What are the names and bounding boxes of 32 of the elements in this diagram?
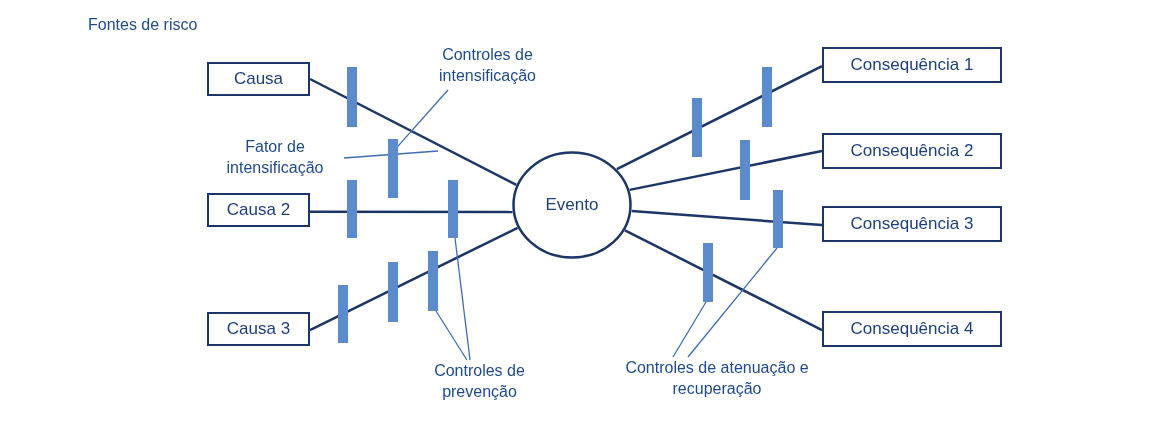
consequence-box: Consequência 1: [822, 47, 1002, 83]
annotation-text: Controles de atenuação e recuperação: [617, 357, 817, 403]
main-line: [309, 77, 517, 187]
leader-line: [687, 247, 778, 358]
consequence-box: Consequência 4: [822, 311, 1002, 347]
cause-box: Causa: [207, 62, 310, 96]
leader-line: [397, 89, 449, 147]
heading-text: Fontes de risco: [88, 16, 198, 34]
leader-line: [435, 310, 468, 361]
event-circle: [512, 151, 632, 259]
main-line: [631, 209, 823, 227]
annotation-text: Controles de prevenção: [412, 360, 547, 406]
barrier-bar: [388, 139, 398, 198]
annotation-text: Controles de intensificação: [425, 44, 550, 90]
main-line: [624, 229, 823, 332]
event-label: Evento: [545, 195, 599, 215]
leader-line: [672, 301, 707, 358]
cause-box: Causa 2: [207, 193, 310, 227]
main-line: [310, 210, 513, 214]
barrier-bar: [773, 190, 783, 248]
main-line: [616, 64, 823, 171]
barrier-bar: [428, 251, 438, 311]
main-line: [629, 149, 823, 192]
cause-box: Causa 3: [207, 312, 310, 346]
main-line: [309, 226, 519, 332]
leader-line: [343, 150, 439, 159]
consequence-box: Consequência 2: [822, 133, 1002, 169]
annotation-text: Fator de intensificação: [206, 136, 344, 180]
barrier-bar: [448, 180, 458, 238]
leader-line: [454, 237, 471, 361]
barrier-bar: [703, 243, 713, 302]
consequence-box: Consequência 3: [822, 206, 1002, 242]
